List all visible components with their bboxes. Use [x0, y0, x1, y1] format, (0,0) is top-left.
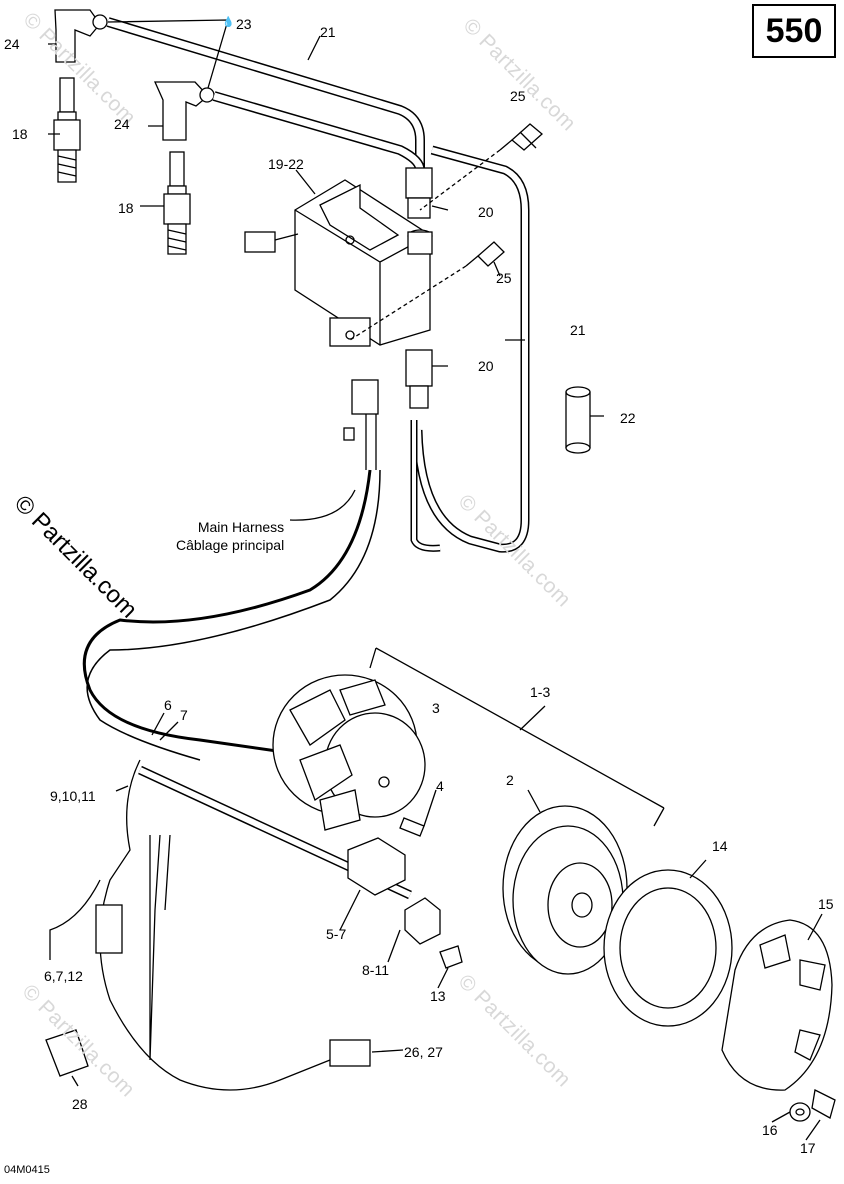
callout-28: 28 [72, 1096, 88, 1112]
callout-6-7-12: 6,7,12 [44, 968, 83, 984]
callout-20: 20 [478, 358, 494, 374]
callout-20: 20 [478, 204, 494, 220]
callout-18: 18 [118, 200, 134, 216]
callout-26-27: 26, 27 [404, 1044, 443, 1060]
callout-13: 13 [430, 988, 446, 1004]
callout-19-22: 19-22 [268, 156, 304, 172]
callout-22: 22 [620, 410, 636, 426]
callout-21: 21 [570, 322, 586, 338]
callout-3: 3 [432, 700, 440, 716]
callout-25: 25 [510, 88, 526, 104]
spark-plug-1 [53, 77, 81, 183]
callout-25: 25 [496, 270, 512, 286]
spark-plug-cap-2 [153, 81, 215, 141]
main-harness [82, 469, 372, 762]
callout-5-7: 5-7 [326, 926, 347, 942]
callout-2: 2 [506, 772, 514, 788]
main-harness-label: Main Harness Câblage principal [176, 518, 284, 554]
spark-plug-cap-1 [54, 9, 108, 63]
callout-21: 21 [320, 24, 336, 40]
screw-upper [499, 123, 543, 151]
cover [721, 919, 833, 1091]
ht-wire-1 [106, 17, 425, 170]
callout-9-10-11: 9,10,11 [50, 788, 96, 804]
sleeve [565, 386, 591, 454]
pickup-assembly [138, 765, 463, 969]
coil-connector [244, 231, 299, 253]
harness-label-en: Main Harness [197, 519, 285, 535]
callout-1-3: 1-3 [530, 684, 551, 700]
callout-8-11: 8-11 [362, 962, 389, 978]
rotor [502, 805, 628, 975]
callout-6: 6 [164, 697, 172, 713]
boot-lower [405, 349, 441, 552]
callout-23: 23 [236, 16, 252, 32]
ring-gear [603, 869, 733, 1027]
diagram-code: 04M0415 [4, 1164, 50, 1176]
callout-4: 4 [436, 778, 444, 794]
callout-7: 7 [180, 707, 188, 723]
stator [272, 674, 426, 831]
screw-lower [465, 241, 505, 267]
callout-15: 15 [818, 896, 834, 912]
harness-label-fr: Câblage principal [176, 537, 285, 553]
spark-plug-2 [163, 151, 191, 255]
model-badge: 550 [752, 4, 836, 58]
ht-wire-3 [413, 145, 530, 553]
callout-24: 24 [114, 116, 130, 132]
boot-upper [405, 167, 433, 219]
callout-24: 24 [4, 36, 20, 52]
ignition-coil [294, 179, 433, 347]
callout-17: 17 [800, 1140, 816, 1156]
callout-16: 16 [762, 1122, 778, 1138]
harness-connector [343, 379, 379, 470]
drop-icon: 💧 [222, 17, 235, 28]
callout-18: 18 [12, 126, 28, 142]
callout-14: 14 [712, 838, 728, 854]
